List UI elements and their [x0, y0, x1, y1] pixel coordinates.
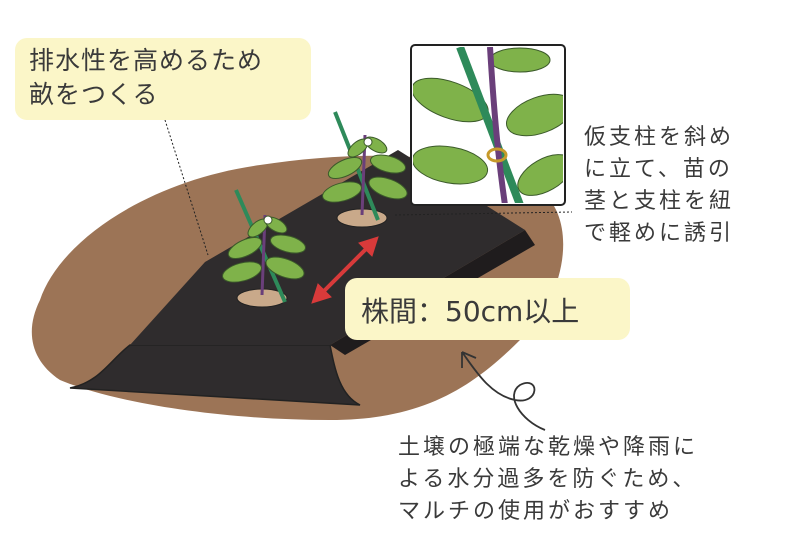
support-note: 仮支柱を斜め に立て、苗の 茎と支柱を紐 で軽めに誘引 [584, 122, 734, 250]
ridge-note-line: 排水性を高めるため [29, 46, 264, 75]
spacing-double-arrow [311, 236, 379, 304]
ridge-note-line: 畝をつくる [29, 80, 159, 109]
support-note-line: 仮支柱を斜め [584, 125, 735, 150]
eggplant-seedling [222, 214, 307, 296]
curly-arrow [461, 351, 546, 431]
mulch-front [69, 344, 361, 406]
eggplant-seedling [322, 134, 408, 216]
mulch-note-line: マルチの使用がおすすめ [398, 499, 674, 524]
support-note-line: で軽めに誘引 [584, 221, 735, 246]
mulch-note: 土壌の極端な乾燥や降雨に よる水分過多を防ぐため、 マルチの使用がおすすめ [398, 432, 698, 528]
tie-detail-inset [410, 44, 566, 206]
support-note-line: 茎と支柱を紐 [584, 189, 735, 214]
ridge-callout: 排水性を高めるため 畝をつくる [15, 38, 311, 120]
leader-line [394, 211, 573, 216]
mulch-note-line: よる水分過多を防ぐため、 [398, 467, 698, 492]
spacing-callout: 株間：50cm以上 [345, 278, 630, 340]
support-note-line: に立て、苗の [584, 157, 733, 182]
spacing-label: 株間：50cm以上 [361, 295, 580, 328]
mulch-note-line: 土壌の極端な乾燥や降雨に [398, 435, 699, 460]
